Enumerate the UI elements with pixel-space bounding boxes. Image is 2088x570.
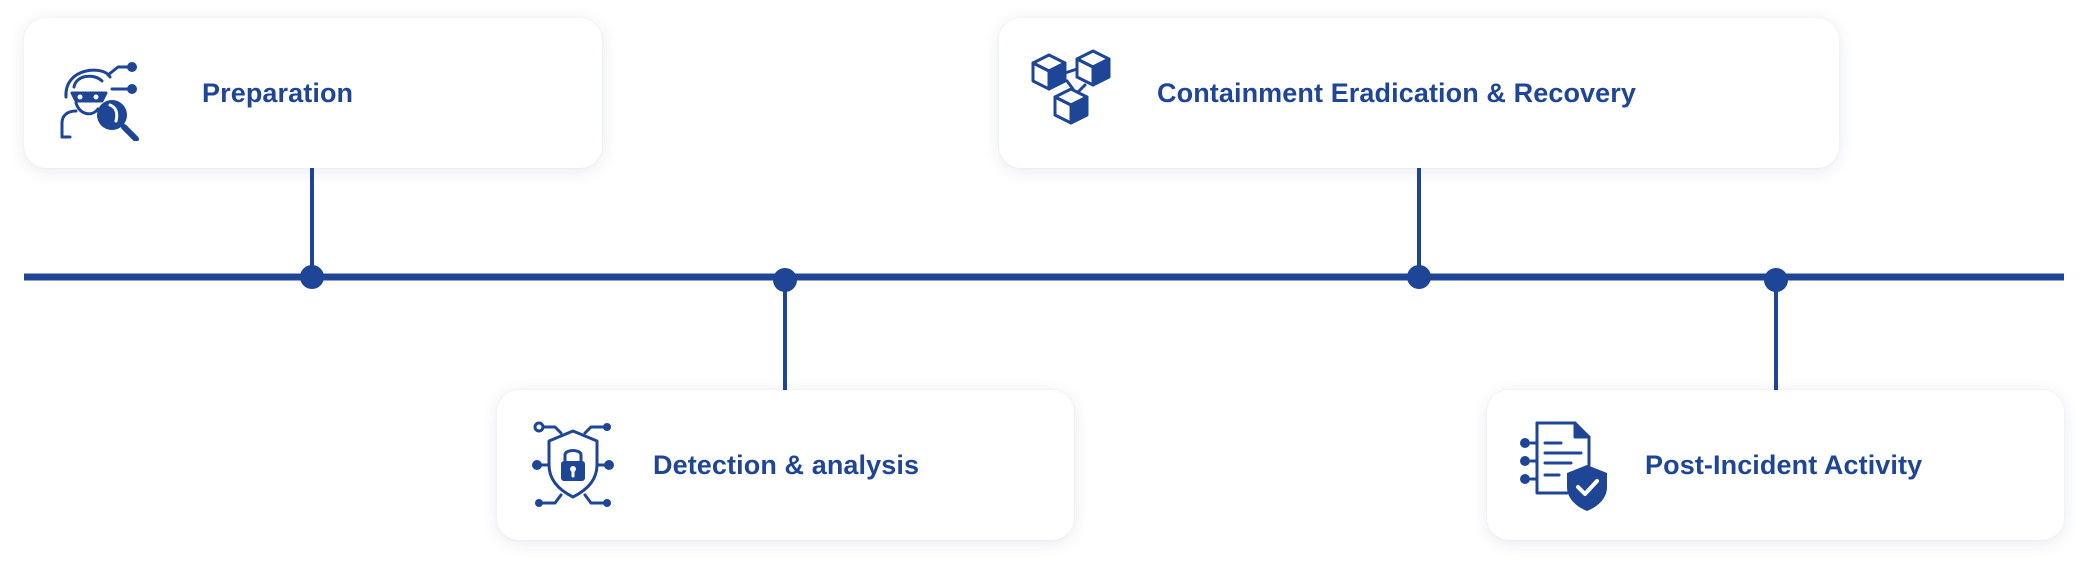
cubes-icon <box>1027 45 1123 141</box>
stage-label-post-incident: Post-Incident Activity <box>1645 449 1923 480</box>
stage-card-post-incident: Post-Incident Activity <box>1487 390 2064 540</box>
stage-card-preparation: Preparation <box>24 18 602 168</box>
timeline-node-preparation <box>300 265 324 289</box>
timeline-node-containment <box>1407 265 1431 289</box>
timeline-node-detection <box>773 268 797 292</box>
timeline-node-post <box>1764 268 1788 292</box>
stage-card-detection: Detection & analysis <box>497 390 1074 540</box>
stage-label-detection: Detection & analysis <box>653 449 920 480</box>
stage-card-containment: Containment Eradication & Recovery <box>999 18 1839 168</box>
stage-label-containment: Containment Eradication & Recovery <box>1157 77 1637 108</box>
hacker-magnifier-icon <box>52 45 148 141</box>
stage-label-preparation: Preparation <box>202 77 354 108</box>
document-shield-check-icon <box>1515 417 1611 513</box>
shield-lock-icon <box>525 417 621 513</box>
